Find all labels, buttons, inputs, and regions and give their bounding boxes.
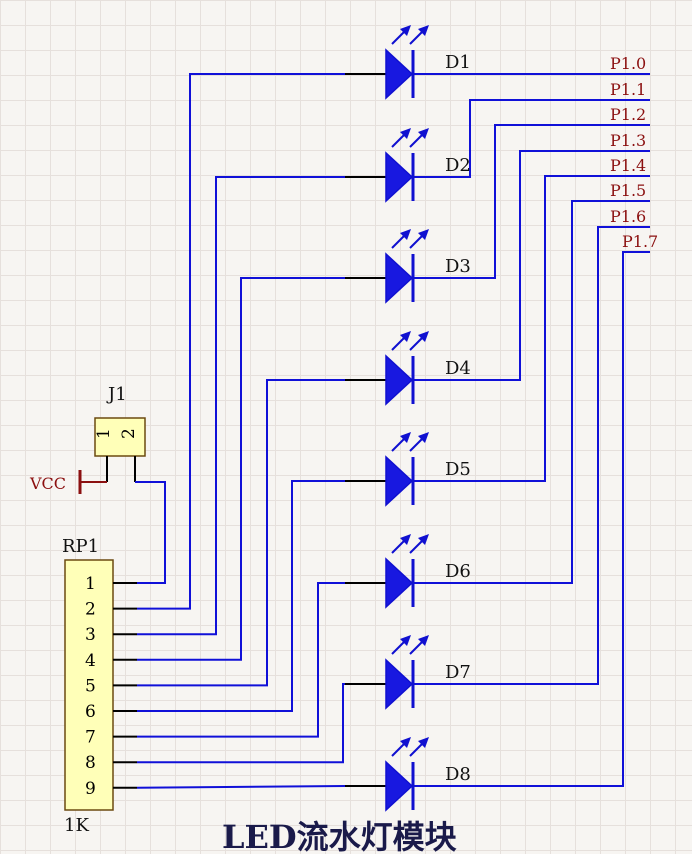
led-diode: D8 [345,737,471,812]
wire-led-to-port [413,99,650,178]
port-net-label: P1.0 [610,54,646,73]
connector-body [94,417,146,457]
led-ref-label: D2 [445,155,471,176]
port-net-label: P1.1 [610,80,646,99]
led-arrowhead [418,331,429,342]
wire-rp-to-led [137,582,345,738]
led-ref-label: D7 [445,662,471,683]
resistor-pack-pin-label: 5 [85,676,96,696]
port-net-label: P1.7 [622,232,658,251]
wire-rp-to-led [137,176,345,636]
led-ref-label: D5 [445,459,471,480]
wire-j1-to-rp1 [135,481,166,584]
connector-pin1-label: 1 [94,428,114,439]
net-wires [136,73,650,789]
resistor-pack-pin-label: 6 [85,702,96,722]
wire-rp-to-led [137,480,345,712]
vcc-power-port: VCC [29,470,107,494]
connector-pin2-label: 2 [119,428,139,439]
wire-led-to-port [413,251,650,787]
led-arrowhead [418,534,429,545]
diagram-title: LED流水灯模块 [222,818,457,854]
led-diode: D6 [345,534,471,609]
led-arrowhead [418,432,429,443]
led-ref-label: D6 [445,561,471,582]
led-arrowhead [418,128,429,139]
resistor-pack-body [64,559,114,811]
led-triangle [385,151,414,203]
port-net-label: P1.4 [610,156,646,175]
wire-led-to-port [413,150,650,381]
wire-led-to-port [413,124,650,279]
led-arrowhead [418,25,429,36]
port-net-label: P1.2 [610,105,646,124]
led-arrowhead [400,331,411,342]
led-triangle [385,658,414,710]
resistor-pack-pin-label: 7 [85,728,96,748]
led-arrowhead [400,635,411,646]
led-arrowhead [400,128,411,139]
led-triangle [385,48,414,100]
led-arrowhead [418,737,429,748]
port-net-labels: P1.0P1.1P1.2P1.3P1.4P1.5P1.6P1.7 [610,54,658,251]
wire-rp-to-led [136,785,346,789]
port-net-label: P1.3 [610,131,646,150]
wire-led-to-port [413,200,650,584]
led-arrowhead [400,534,411,545]
led-triangle [385,252,414,304]
vcc-label: VCC [29,474,66,493]
resistor-pack-pin-label: 8 [85,753,96,773]
wire-rp-to-led [137,379,345,687]
resistor-pack-pin-label: 4 [85,651,96,671]
connector-j1: J1 1 2 [94,384,146,482]
connector-ref: J1 [106,384,127,405]
led-arrowhead [400,432,411,443]
led-diode: D7 [345,635,471,710]
led-arrowhead [400,25,411,36]
led-ref-label: D4 [445,358,471,379]
led-diode: D1 [345,25,471,100]
resistor-pack-pin-label: 3 [85,625,96,645]
resistor-pack-value: 1K [64,815,89,836]
resistor-pack-ref: RP1 [62,536,99,557]
led-arrowhead [418,229,429,240]
led-triangle [385,354,414,406]
led-arrowhead [400,737,411,748]
resistor-pack-pin-label: 2 [85,600,96,620]
led-diode: D3 [345,229,471,304]
led-arrowhead [400,229,411,240]
resistor-pack-pin-label: 9 [85,779,96,799]
led-triangle [385,557,414,609]
wire-led-to-port [413,175,650,482]
port-net-label: P1.6 [610,207,646,226]
wire-rp-to-led [137,73,345,610]
led-diode: D2 [345,128,471,203]
wire-led-to-port [413,226,650,685]
wire-rp-to-led [137,277,345,661]
resistor-pack-rp1: RP1 1K 1 2 3 4 5 6 7 8 9 [62,536,137,836]
led-ref-label: D8 [445,764,471,785]
wire-rp-to-led [137,683,345,764]
led-diode: D5 [345,432,471,507]
led-triangle [385,455,414,507]
led-ref-label: D3 [445,256,471,277]
led-triangle [385,760,414,812]
led-arrowhead [418,635,429,646]
port-net-label: P1.5 [610,181,646,200]
led-ref-label: D1 [445,52,471,73]
resistor-pack-pin-label: 1 [85,574,96,594]
led-diode: D4 [345,331,471,406]
